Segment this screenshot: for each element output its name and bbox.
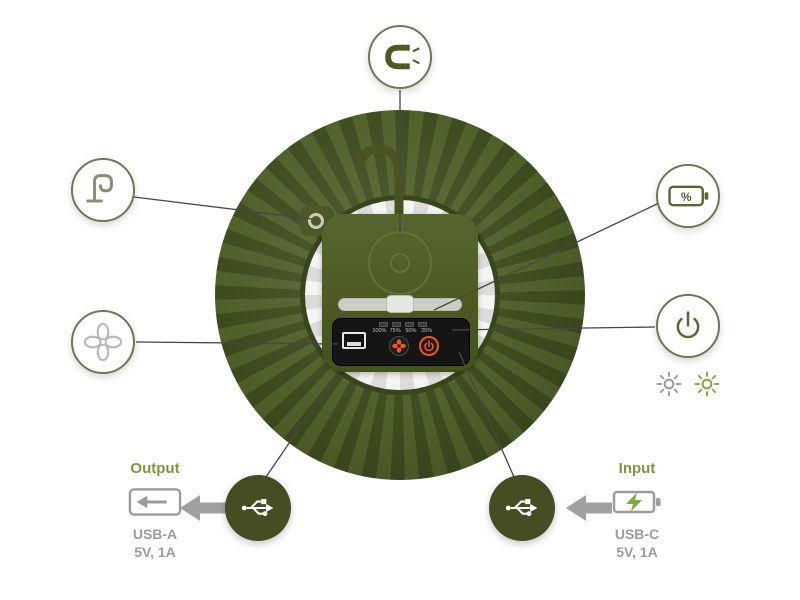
callout-fan [71, 310, 135, 374]
battery-percent-icon: % [668, 185, 709, 207]
control-panel: 100% 75% 50% 25% [332, 318, 470, 366]
usb-a-port [342, 332, 366, 349]
battery-led-indicator: 100% 75% 50% 25% [372, 322, 434, 334]
usb-input-circle [489, 475, 555, 541]
output-title: Output [130, 460, 180, 477]
callout-battery-percent: % [656, 164, 720, 228]
fan-rosette-icon [392, 339, 406, 353]
output-spec-label: 5V, 1A [134, 544, 176, 560]
power-button [419, 336, 439, 356]
callout-magnet [368, 25, 432, 89]
input-port-label: USB-C [614, 526, 660, 542]
input-spec-block: Input USB-C 5V, 1A [572, 460, 702, 561]
callout-power [656, 294, 720, 358]
battery-percent-label: % [681, 190, 692, 204]
usb-a-tongue [347, 342, 361, 346]
brightness-levels [644, 370, 732, 398]
usb-a-plug-icon [128, 488, 182, 516]
led-labels: 100% 75% 50% 25% [372, 328, 434, 334]
led-window [418, 322, 427, 327]
led-window [379, 322, 388, 327]
usb-trident-icon [505, 498, 538, 517]
callout-hook [71, 158, 135, 222]
led-label-100: 100% [372, 328, 387, 334]
sun-dim-icon [656, 371, 682, 397]
led-window [405, 322, 414, 327]
input-spec-label: 5V, 1A [616, 544, 658, 560]
hook-icon [86, 174, 113, 203]
led-windows [372, 322, 434, 327]
power-glyph-icon [424, 340, 434, 352]
output-spec-block: Output USB-A 5V, 1A [90, 460, 220, 561]
battery-latch-tab [386, 295, 414, 313]
wireless-pad-center-icon [390, 253, 410, 273]
output-port-label: USB-A [132, 526, 178, 542]
usb-trident-icon [241, 498, 274, 517]
usb-output-circle [225, 475, 291, 541]
sun-bright-icon [694, 371, 720, 397]
led-label-50: 50% [405, 328, 417, 334]
magnet-icon [385, 44, 420, 70]
input-title: Input [618, 460, 656, 477]
fan-speed-button [389, 336, 409, 356]
clip-ring-icon [308, 213, 324, 229]
led-label-75: 75% [389, 328, 401, 334]
battery-charging-icon [612, 490, 661, 514]
led-window [392, 322, 401, 327]
power-icon [676, 311, 700, 339]
led-label-25: 25% [421, 328, 433, 334]
fan-icon [83, 322, 123, 362]
